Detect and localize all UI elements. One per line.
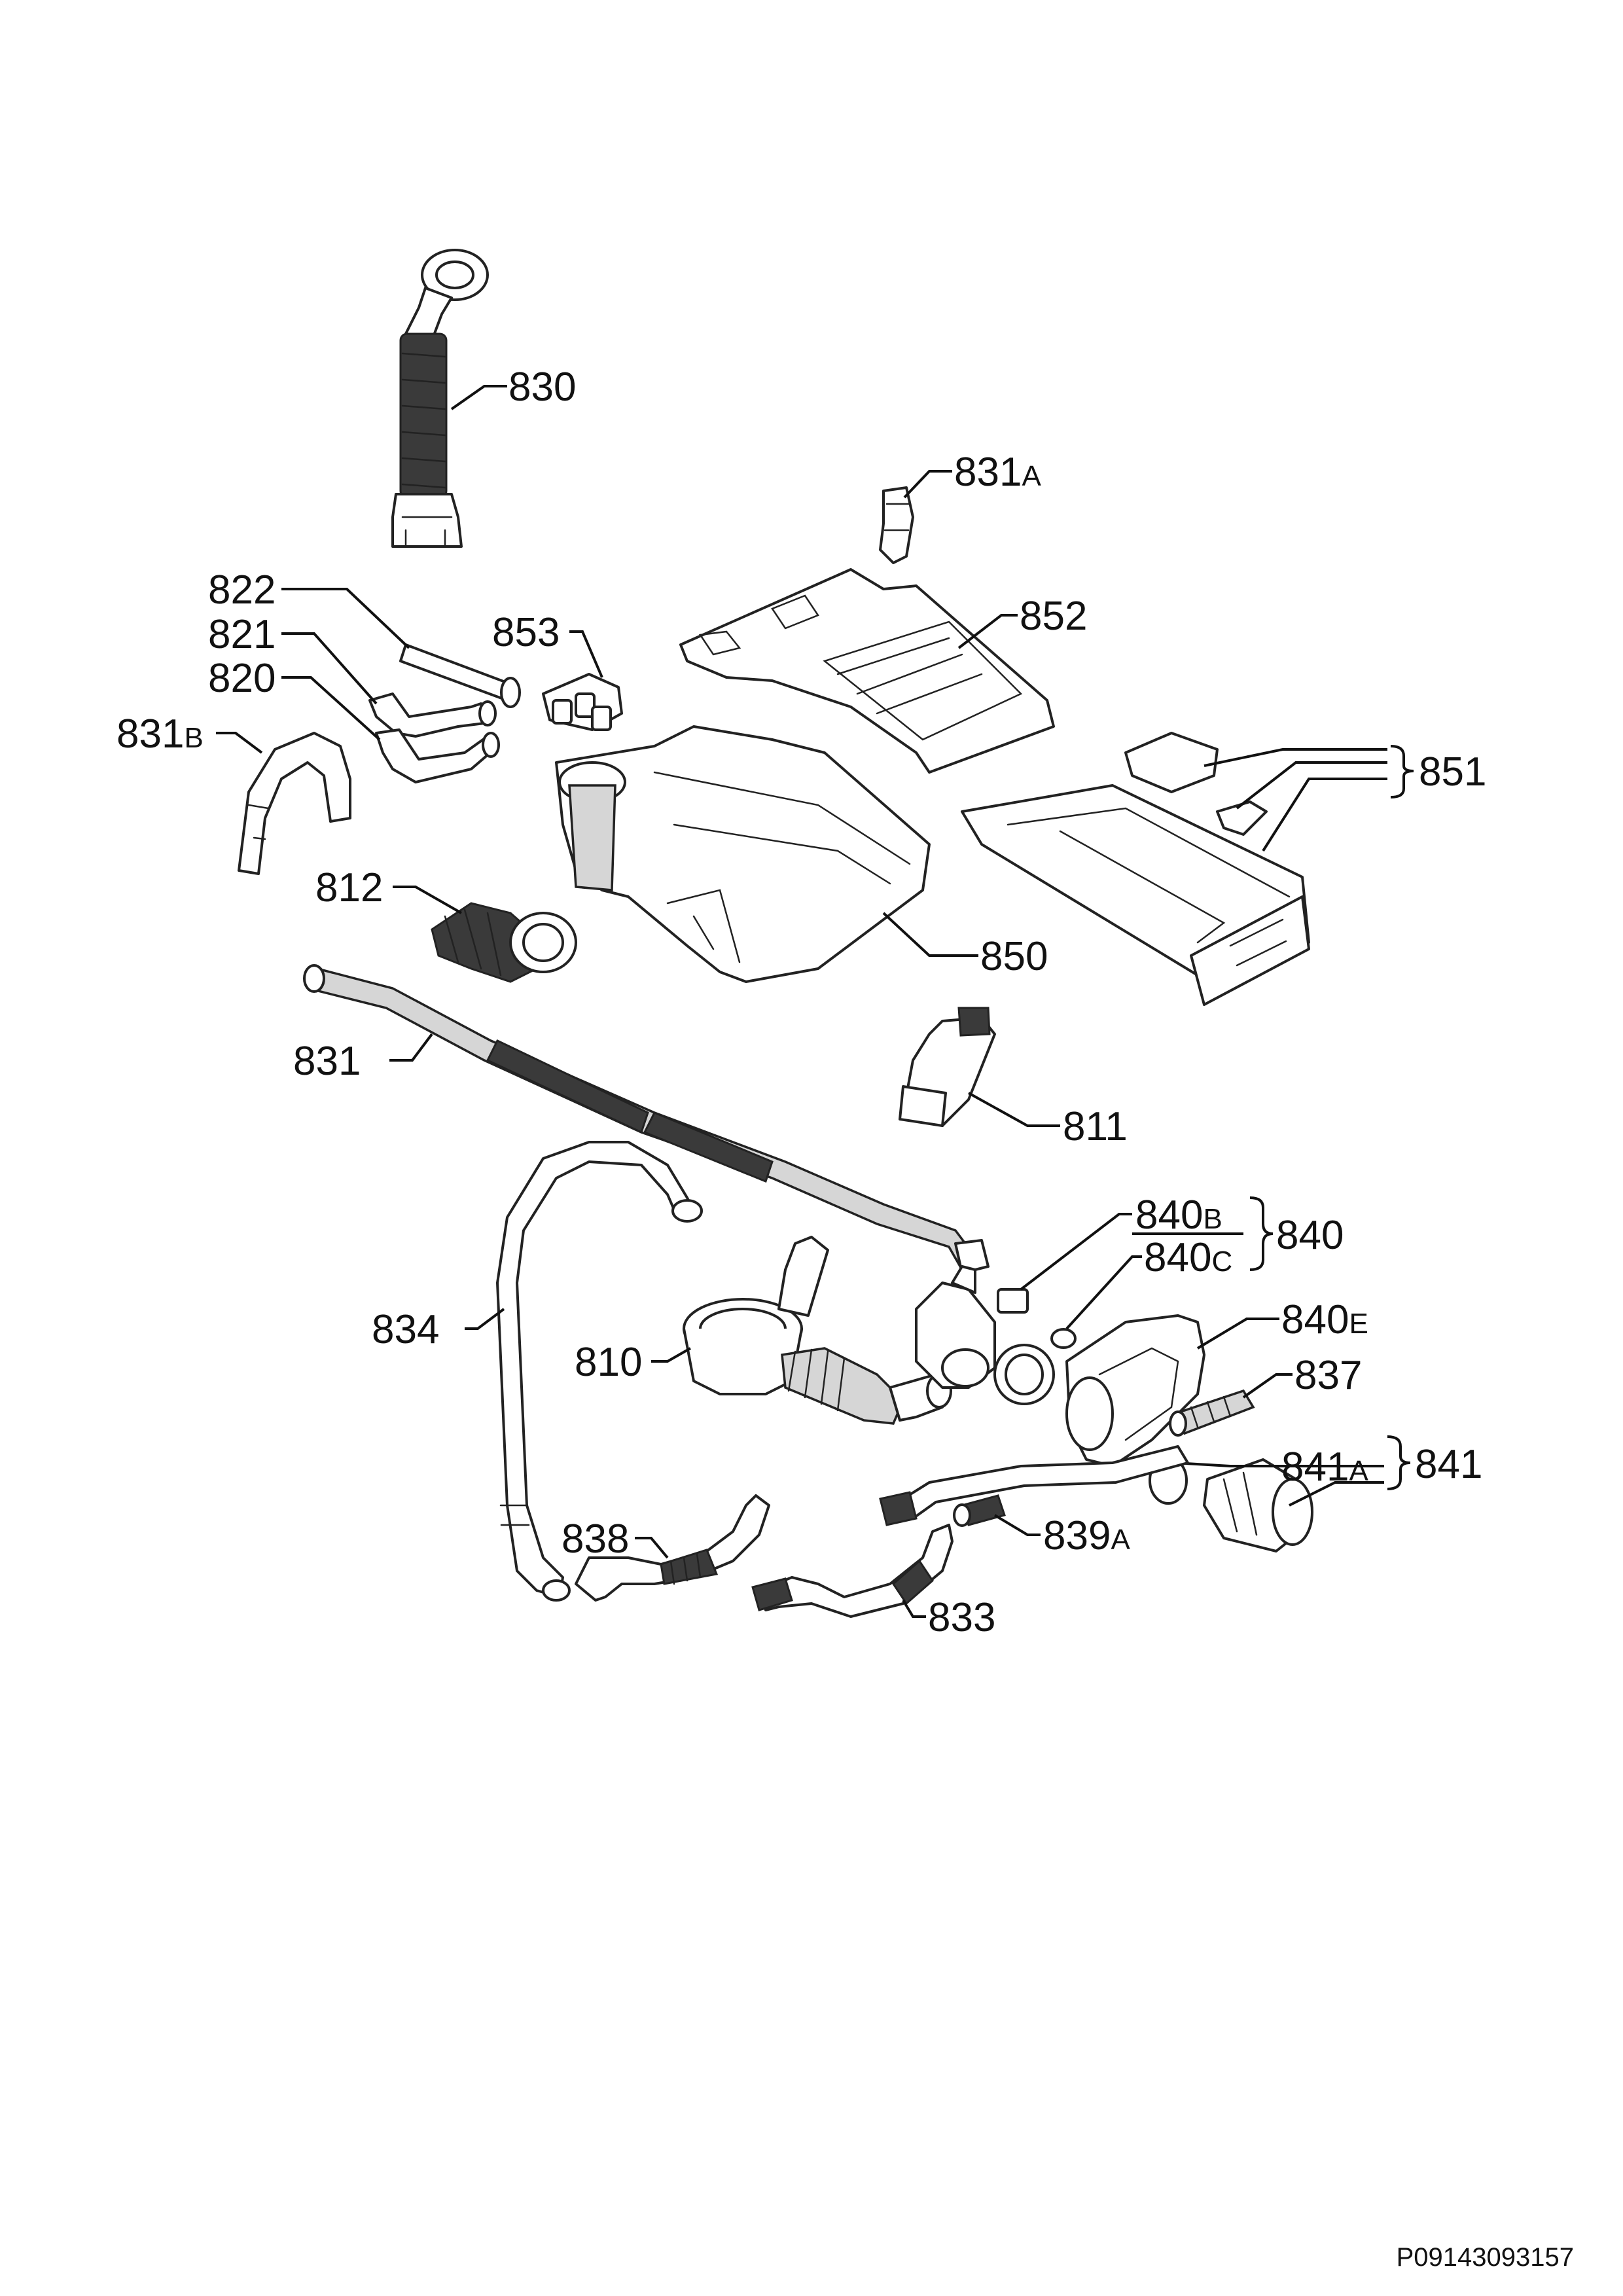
part-811-air-chamber xyxy=(899,1007,996,1127)
part-820-pipe xyxy=(375,728,500,783)
part-840c-washer xyxy=(1050,1328,1077,1349)
label-812: 812 xyxy=(315,865,383,910)
label-840: 840 xyxy=(1276,1213,1344,1258)
label-833: 833 xyxy=(928,1595,995,1640)
leader-810 xyxy=(651,1347,691,1363)
label-840b: 840B xyxy=(1135,1193,1222,1238)
brace-841 xyxy=(1387,1435,1411,1490)
label-841a: 841A xyxy=(1281,1444,1368,1490)
leader-831 xyxy=(389,1033,433,1062)
label-810: 810 xyxy=(575,1340,642,1385)
part-838-elbow-hose xyxy=(575,1494,770,1602)
part-831a-clip xyxy=(879,486,914,564)
leader-838 xyxy=(635,1537,669,1559)
label-834: 834 xyxy=(372,1307,439,1352)
label-852: 852 xyxy=(1020,594,1087,639)
part-812-bellows xyxy=(431,902,577,983)
leader-837 xyxy=(1242,1373,1293,1399)
leader-820 xyxy=(281,676,381,741)
leader-840b xyxy=(1020,1213,1132,1291)
leader-831a xyxy=(903,470,952,499)
leader-830 xyxy=(450,385,507,410)
label-831: 831 xyxy=(293,1039,361,1084)
part-851-detergent-drawer xyxy=(961,732,1310,1006)
leader-839a xyxy=(993,1514,1041,1536)
part-831b-hose-guide xyxy=(238,732,351,875)
brace-851 xyxy=(1390,745,1414,798)
part-837-hose xyxy=(1169,1389,1255,1437)
part-822-pipe xyxy=(399,643,521,708)
label-838: 838 xyxy=(562,1516,629,1562)
leader-851a xyxy=(1204,748,1387,767)
part-853-inlet-valve xyxy=(542,673,623,731)
part-839a-hose xyxy=(953,1494,1006,1527)
part-841-filter xyxy=(1203,1458,1313,1552)
leader-812 xyxy=(393,886,462,914)
label-851: 851 xyxy=(1419,749,1486,795)
label-839a: 839A xyxy=(1043,1513,1130,1558)
label-837: 837 xyxy=(1294,1353,1362,1398)
part-pump-outlet-hose xyxy=(879,1445,1189,1526)
label-840c: 840C xyxy=(1144,1235,1232,1280)
label-811: 811 xyxy=(1063,1104,1128,1149)
label-831b: 831B xyxy=(116,711,204,757)
leader-850 xyxy=(882,912,978,957)
leader-822 xyxy=(281,588,410,649)
brace-840 xyxy=(1249,1196,1274,1271)
leader-840c xyxy=(1065,1255,1142,1330)
leader-851b xyxy=(1236,761,1387,810)
leader-831b xyxy=(216,732,263,754)
part-810-sump xyxy=(683,1236,952,1425)
leader-811 xyxy=(968,1092,1060,1127)
leader-851c xyxy=(1262,778,1387,852)
label-850: 850 xyxy=(980,934,1048,979)
leader-821 xyxy=(281,632,378,705)
label-830: 830 xyxy=(508,365,576,410)
label-831a: 831A xyxy=(954,450,1041,495)
part-830-drain-hose xyxy=(391,249,489,548)
part-840b-seal-block xyxy=(997,1288,1029,1314)
label-821: 821 xyxy=(208,612,276,657)
leader-853 xyxy=(569,630,603,678)
label-820: 820 xyxy=(208,656,276,701)
part-831-long-hose xyxy=(303,964,990,1274)
label-853: 853 xyxy=(492,610,560,655)
label-840e: 840E xyxy=(1281,1297,1368,1342)
part-840-drain-pump xyxy=(915,1265,1055,1405)
part-821-pipe xyxy=(368,692,497,738)
leader-833 xyxy=(902,1599,926,1618)
leader-841b xyxy=(1289,1481,1384,1507)
leader-841a xyxy=(1174,1462,1384,1467)
label-841: 841 xyxy=(1415,1442,1482,1487)
label-822: 822 xyxy=(208,567,276,613)
part-840e-pump-housing xyxy=(1065,1314,1205,1467)
leader-852 xyxy=(957,614,1018,649)
part-834-u-hose xyxy=(496,1141,703,1602)
part-850-dispenser-housing xyxy=(555,725,931,983)
document-code: P09143093157 xyxy=(1397,2243,1574,2272)
leader-840e xyxy=(1196,1318,1279,1350)
leader-834 xyxy=(465,1308,505,1330)
part-833-hose xyxy=(751,1524,954,1618)
part-852-dispenser-cover xyxy=(679,568,1055,774)
